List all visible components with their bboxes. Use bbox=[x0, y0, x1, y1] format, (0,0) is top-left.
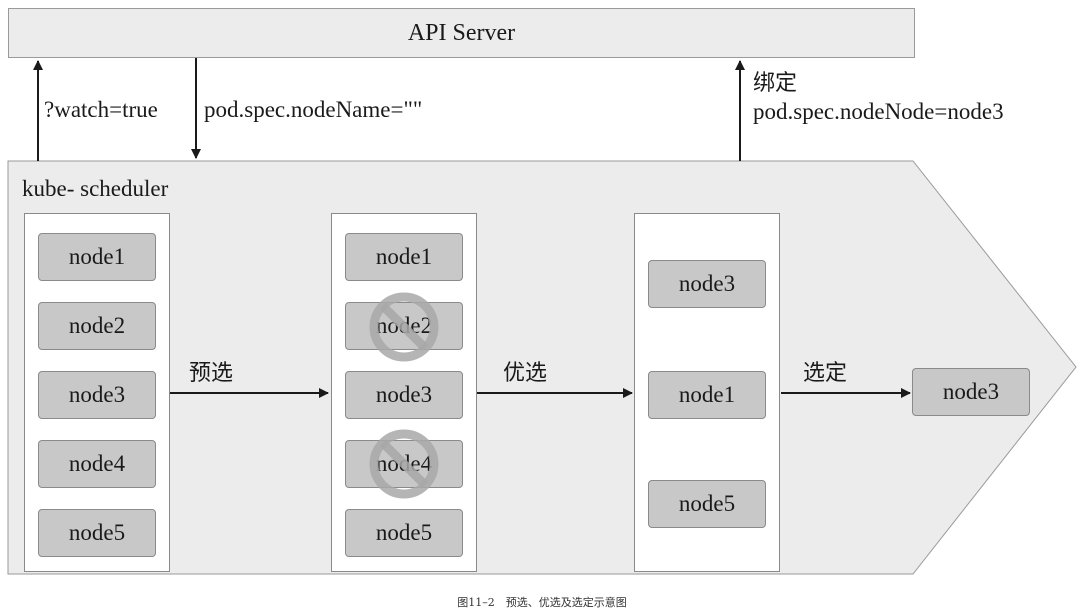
bind-value-label: pod.spec.nodeNode=node3 bbox=[753, 99, 1004, 124]
bind-label: 绑定 bbox=[753, 71, 798, 96]
nodename-label: pod.spec.nodeName="" bbox=[204, 97, 423, 122]
api-server-box: API Server bbox=[8, 8, 915, 58]
predicate-label: 预选 bbox=[189, 361, 234, 386]
stage2-node: node5 bbox=[345, 509, 463, 557]
stage1-node: node5 bbox=[38, 509, 156, 557]
diagram-canvas bbox=[7, 58, 1077, 575]
figure-caption: 图11–2 预选、优选及选定示意图 bbox=[457, 596, 627, 609]
api-server-label: API Server bbox=[407, 19, 516, 46]
result-node: node3 bbox=[912, 368, 1030, 416]
stage1-node: node3 bbox=[38, 371, 156, 419]
stage1-node: node1 bbox=[38, 233, 156, 281]
stage2-node: node4 bbox=[345, 440, 463, 488]
stage3-node: node3 bbox=[648, 260, 766, 308]
stage1-node: node2 bbox=[38, 302, 156, 350]
scheduler-label: kube- scheduler bbox=[22, 176, 169, 201]
stage3-node: node5 bbox=[648, 480, 766, 528]
stage3-node: node1 bbox=[648, 371, 766, 419]
stage1-column: node1 node2 node3 node4 node5 bbox=[24, 213, 170, 572]
watch-label: ?watch=true bbox=[44, 97, 158, 122]
scheduler-container bbox=[7, 160, 1077, 575]
priority-label: 优选 bbox=[503, 361, 548, 386]
stage1-node: node4 bbox=[38, 440, 156, 488]
stage2-column: node1 node2 node3 node4 node5 bbox=[331, 213, 477, 572]
stage2-node: node3 bbox=[345, 371, 463, 419]
stage3-column: node3 node1 node5 bbox=[634, 213, 780, 572]
select-label: 选定 bbox=[803, 361, 848, 386]
stage2-node: node2 bbox=[345, 302, 463, 350]
stage2-node: node1 bbox=[345, 233, 463, 281]
